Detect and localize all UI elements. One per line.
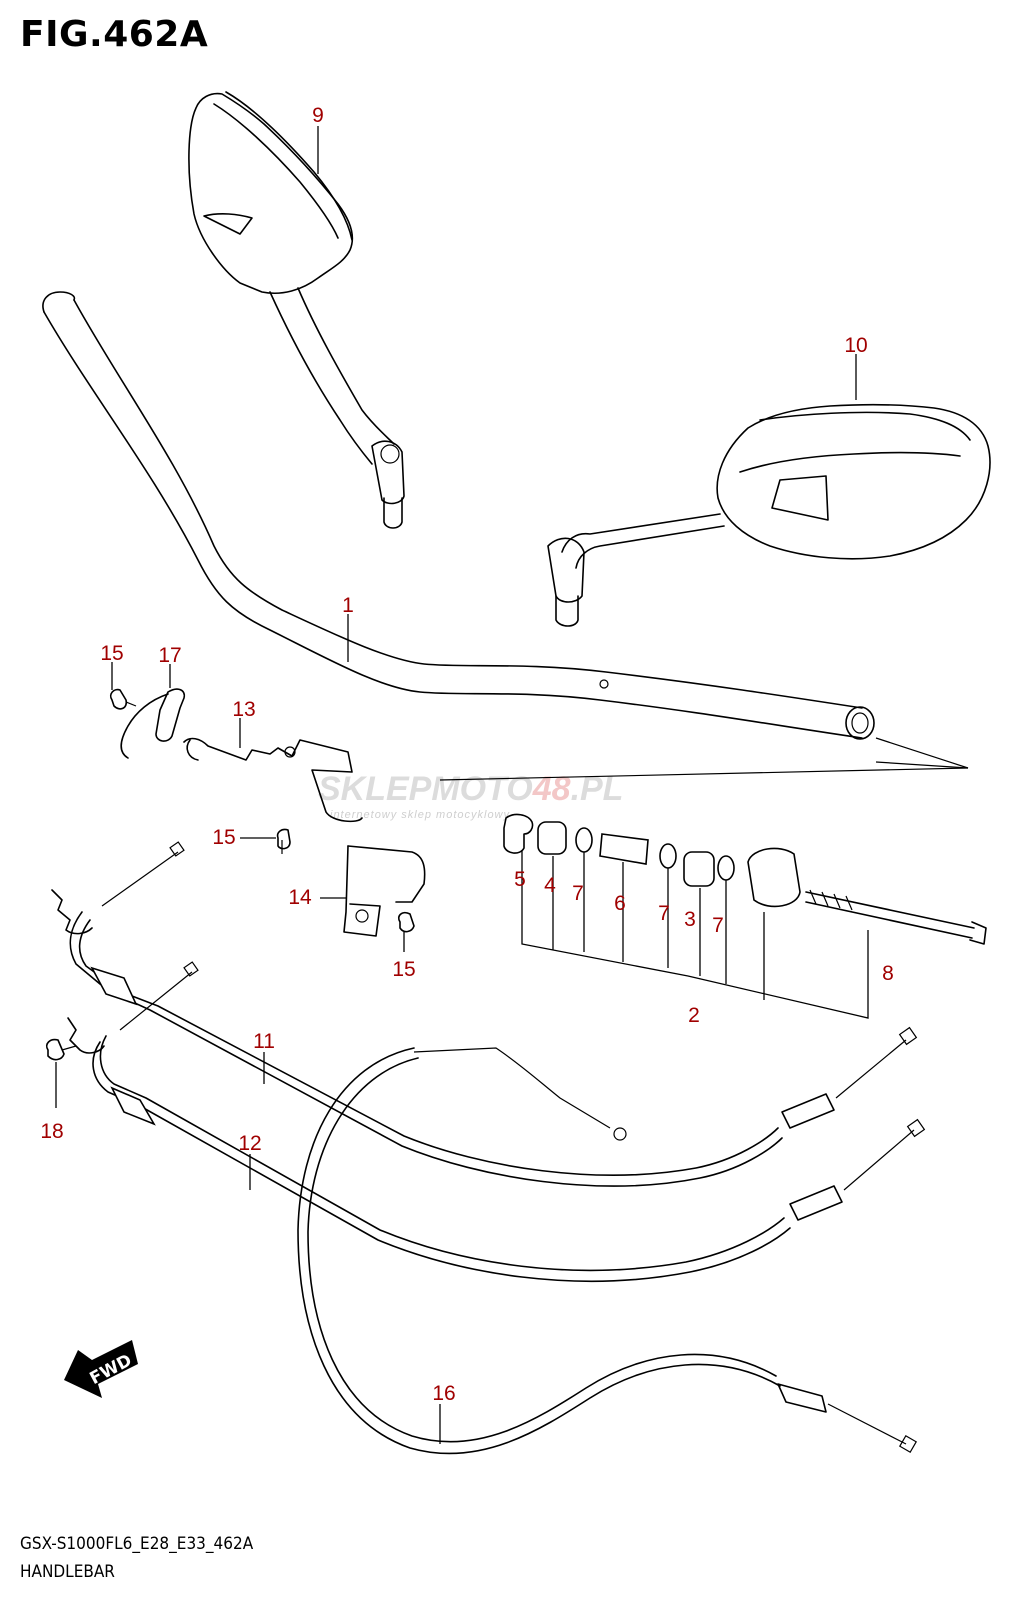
watermark-accent: 48 [532,770,571,808]
mirror-left [188,91,405,529]
callout-17: 17 [158,644,181,667]
fwd-direction-badge: FWD [64,1340,138,1398]
callout-7: 7 [712,914,724,937]
callout-15: 15 [392,958,415,981]
clutch-cable [297,1047,918,1455]
model-code: GSX-S1000FL6_E28_E33_462A [20,1534,254,1554]
bar-end-assembly [439,737,987,1019]
section-name: HANDLEBAR [20,1562,115,1582]
callout-8: 8 [882,962,894,985]
callout-18: 18 [40,1120,63,1143]
callout-7: 7 [658,902,670,925]
callout-4: 4 [544,874,556,897]
callout-9: 9 [312,104,324,127]
clamp-parts [109,688,426,937]
figure-title: FIG.462A [20,14,209,55]
callout-7: 7 [572,882,584,905]
watermark: SKLEPMOTO48.PL internetowy sklep motocyk… [318,770,623,821]
callout-15: 15 [212,826,235,849]
callout-12: 12 [238,1132,261,1155]
callout-16: 16 [432,1382,455,1405]
watermark-main: SKLEPMOTO [318,770,533,808]
callout-3: 3 [684,908,696,931]
callout-2: 2 [688,1004,700,1027]
callout-leaders [55,126,857,1444]
callout-15: 15 [100,642,123,665]
callout-5: 5 [514,868,526,891]
callout-11: 11 [253,1030,275,1053]
callout-13: 13 [232,698,255,721]
callouts: 9 10 1 15 17 13 15 14 15 5 4 7 6 7 3 7 8… [40,104,894,1405]
callout-14: 14 [288,886,312,909]
watermark-tagline: internetowy sklep motocyklowy [330,809,511,821]
handlebar [42,291,875,740]
mirror-right [547,403,991,627]
svg-text:SKLEPMOTO48.PL: SKLEPMOTO48.PL [318,770,623,808]
callout-6: 6 [614,892,626,915]
throttle-cables [45,841,926,1283]
callout-10: 10 [844,334,867,357]
callout-1: 1 [342,594,354,617]
